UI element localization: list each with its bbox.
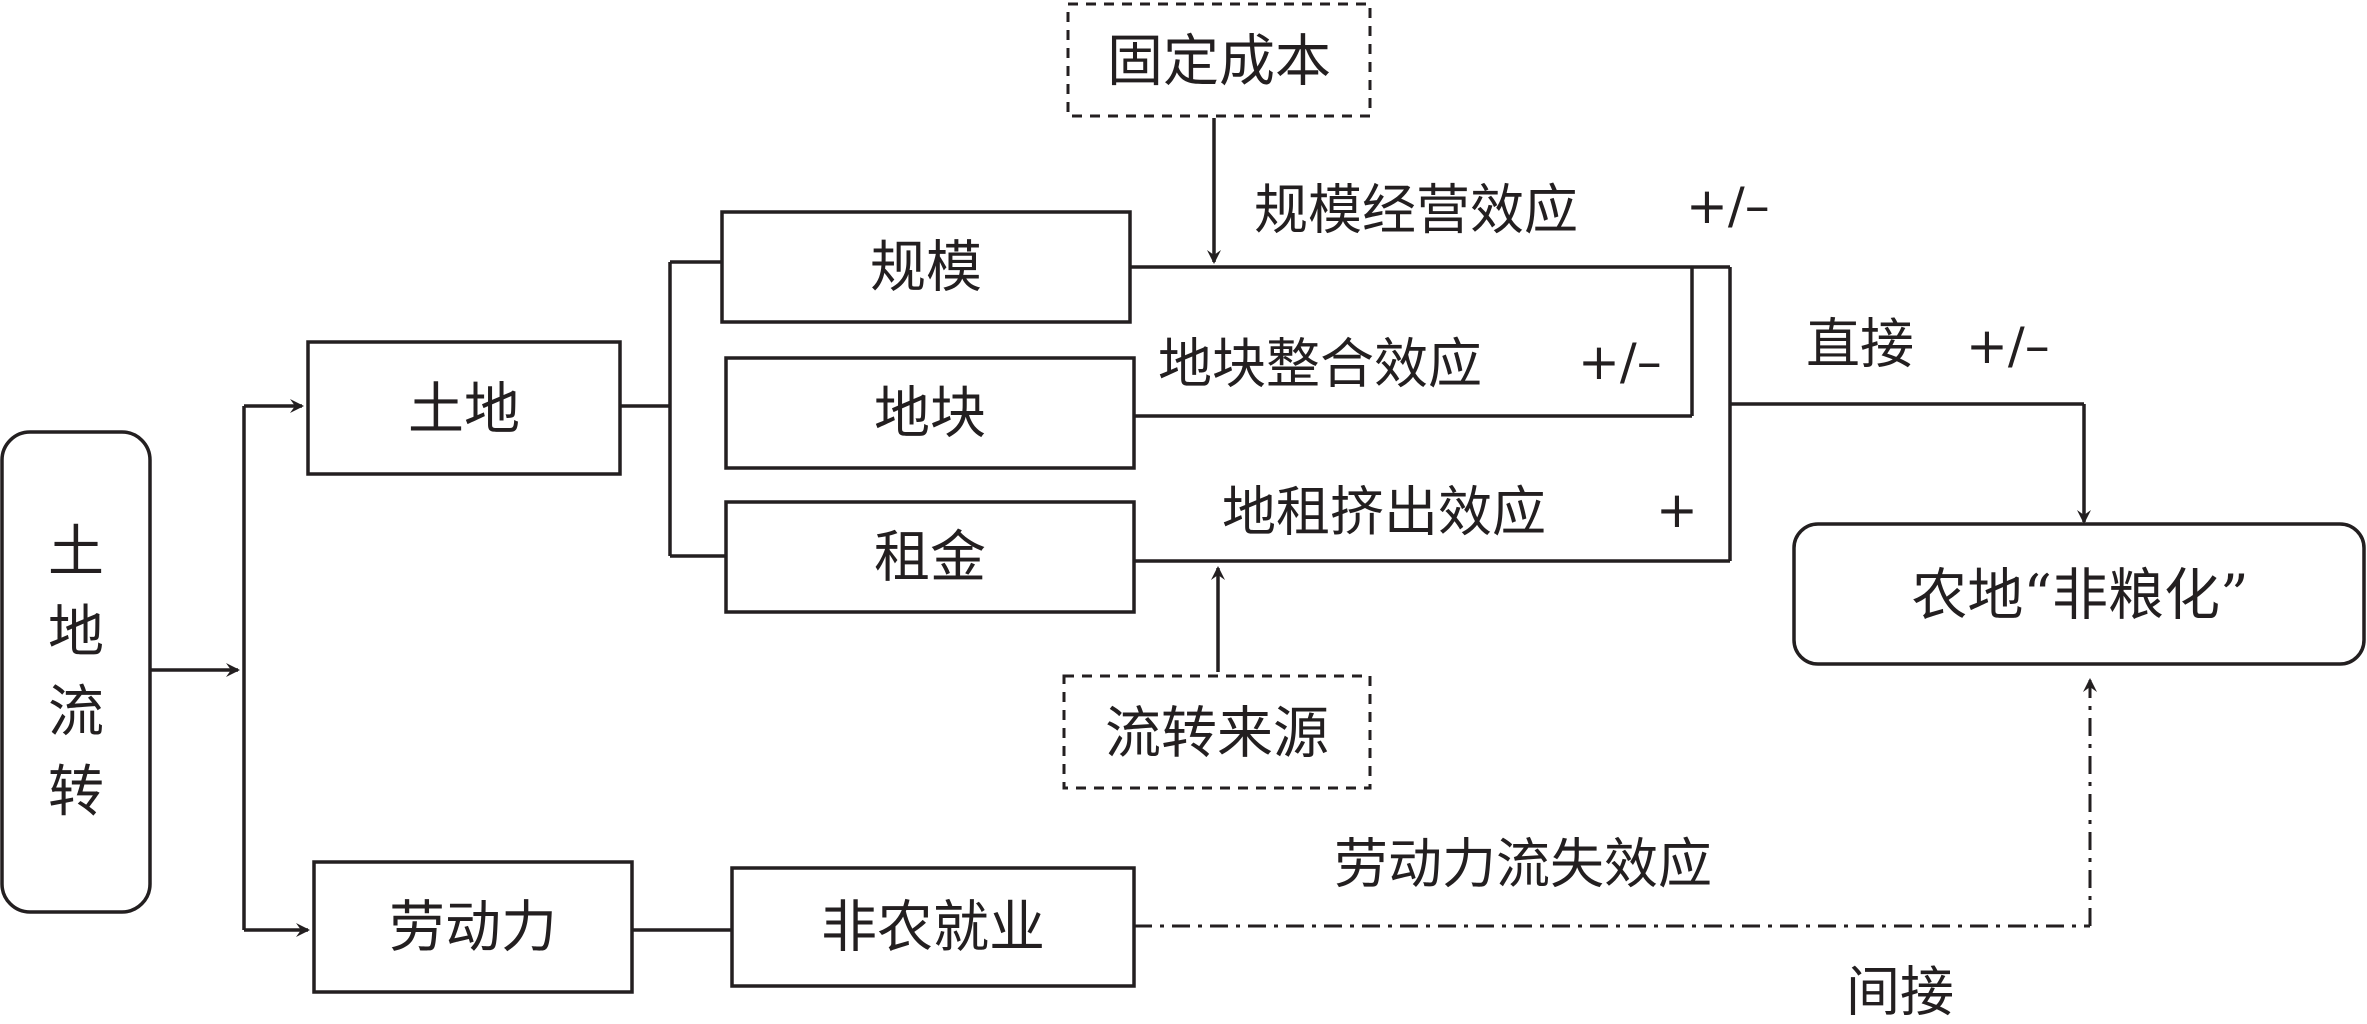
node-land-transfer-label: 土地流转 xyxy=(48,520,104,825)
label-indirect: 间接 xyxy=(1846,961,1954,1024)
node-labor-label: 劳动力 xyxy=(389,896,557,961)
node-land-label: 土地 xyxy=(408,378,520,443)
node-fixed-cost-box xyxy=(1066,2,1372,118)
label-plot-effect-sign: +/– xyxy=(1578,333,1662,391)
node-nonfarm-box xyxy=(730,866,1136,988)
node-plot-label: 地块 xyxy=(874,382,986,447)
node-outcome-box xyxy=(1792,522,2366,666)
label-direct-sign: +/– xyxy=(1966,317,2050,375)
node-nonfarm-label: 非农就业 xyxy=(821,896,1045,961)
node-rent-box xyxy=(724,500,1136,614)
node-plot-box xyxy=(724,356,1136,470)
node-scale-box xyxy=(720,210,1132,324)
label-scale-effect: 规模经营效应 xyxy=(1254,179,1578,242)
label-rent-effect: 地租挤出效应 xyxy=(1222,481,1546,544)
node-labor-box xyxy=(312,860,634,994)
node-transfer-source-label: 流转来源 xyxy=(1105,702,1329,767)
node-transfer-source-box xyxy=(1062,674,1372,790)
node-fixed-cost-label: 固定成本 xyxy=(1107,30,1331,95)
label-labor-effect: 劳动力流失效应 xyxy=(1334,833,1712,896)
label-rent-effect-sign: + xyxy=(1656,481,1698,539)
node-rent-label: 租金 xyxy=(874,526,986,591)
label-direct: 直接 xyxy=(1806,313,1914,376)
node-outcome-label: 农地“非粮化” xyxy=(1911,564,2248,629)
node-scale-label: 规模 xyxy=(870,236,982,301)
node-land-box xyxy=(306,340,622,476)
label-scale-effect-sign: +/– xyxy=(1686,177,1770,235)
label-plot-effect: 地块整合效应 xyxy=(1158,333,1482,396)
node-land-transfer-box xyxy=(0,430,152,914)
